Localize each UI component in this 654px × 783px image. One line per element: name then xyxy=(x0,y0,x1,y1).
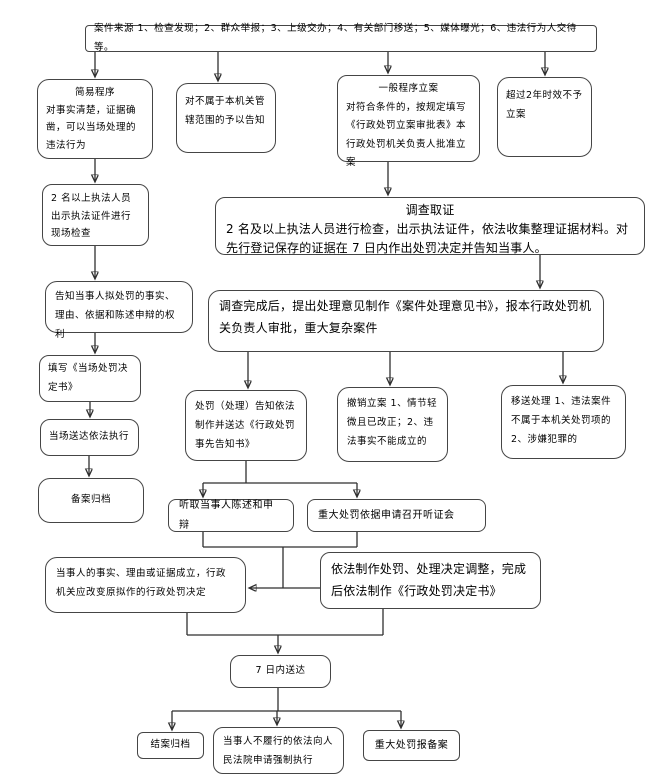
node-notify-not-jurisdiction: 对不属于本机关管辖范围的予以告知 xyxy=(176,83,276,153)
node-court-enforcement: 当事人不履行的依法向人民法院申请强制执行 xyxy=(213,727,344,774)
node-fill-onsite-decision: 填写《当场处罚决定书》 xyxy=(39,355,141,402)
node-investigation: 调查取证 2 名及以上执法人员进行检查，出示执法证件，依法收集整理证据材料。对先行… xyxy=(215,197,645,255)
node-hear-statement: 听取当事人陈述和申辩 xyxy=(168,499,294,532)
node-make-decision: 依法制作处罚、处理决定调整，完成后依法制作《行政处罚决定书》 xyxy=(320,552,541,609)
node-inform-party: 告知当事人拟处罚的事实、理由、依据和陈述申辩的权利 xyxy=(45,281,193,340)
node-penalty-notice: 处罚（处理）告知依法制作并送达《行政处罚事先告知书》 xyxy=(185,390,307,461)
node-revoke-filing: 撤销立案 1、情节轻微且已改正；2、违法事实不能成立的 xyxy=(337,387,448,462)
node-hearing-request: 重大处罚依据申请召开听证会 xyxy=(307,499,486,532)
node-major-penalty-report: 重大处罚报备案 xyxy=(363,730,460,761)
node-general-filing-body: 对符合条件的，按规定填写《行政处罚立案审批表》本行政处罚机关负责人批准立案 xyxy=(346,101,467,169)
node-simple-procedure-title: 简易程序 xyxy=(74,87,115,98)
node-investigation-title: 调查取证 xyxy=(405,203,455,217)
node-simple-procedure: 简易程序对事实清楚，证据确凿，可以当场处理的违法行为 xyxy=(37,79,153,159)
node-after-investigation: 调查完成后，提出处理意见制作《案件处理意见书》，报本行政处罚机关负责人审批，重大… xyxy=(208,290,604,352)
node-transfer-handling: 移送处理 1、违法案件不属于本机关处罚项的 2、涉嫌犯罪的 xyxy=(501,385,626,459)
node-investigation-body: 2 名及以上执法人员进行检查，出示执法证件，依法收集整理证据材料。对先行登记保存… xyxy=(226,222,629,256)
node-simple-procedure-body: 对事实清楚，证据确凿，可以当场处理的违法行为 xyxy=(46,104,137,151)
node-record-filing: 备案归档 xyxy=(38,478,144,523)
node-onsite-check: 2 名以上执法人员出示执法证件进行现场检查 xyxy=(42,184,149,246)
node-over-two-years: 超过2年时效不予立案 xyxy=(497,77,592,157)
node-close-case: 结案归档 xyxy=(137,732,204,759)
node-onsite-delivery: 当场送达依法执行 xyxy=(40,419,139,456)
node-change-decision: 当事人的事实、理由或证据成立，行政机关应改变原拟作的行政处罚决定 xyxy=(45,557,246,613)
node-general-filing-title: 一般程序立案 xyxy=(378,83,439,94)
node-case-source: 案件来源 1、检查发现；2、群众举报；3、上级交办；4、有关部门移送；5、媒体曝… xyxy=(85,23,597,53)
node-general-filing: 一般程序立案对符合条件的，按规定填写《行政处罚立案审批表》本行政处罚机关负责人批… xyxy=(337,75,480,168)
node-deliver-7days: 7 日内送达 xyxy=(230,655,331,688)
